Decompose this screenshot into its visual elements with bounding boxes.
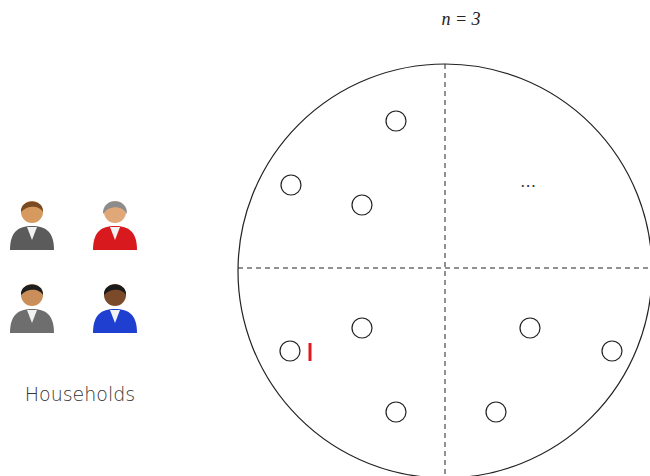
dashed-divider	[445, 64, 446, 476]
ellipsis-label: ⋯	[520, 178, 536, 194]
red-marker	[309, 343, 312, 361]
person-icon	[10, 201, 54, 250]
unit-circles	[280, 111, 622, 422]
population-circle	[238, 64, 650, 476]
person-icon	[10, 284, 54, 333]
dashed-divider	[238, 268, 650, 269]
diagram-title: n = 3	[441, 10, 480, 28]
group-label: Households	[25, 385, 135, 404]
person-icon	[93, 201, 137, 250]
person-icon	[93, 284, 137, 333]
